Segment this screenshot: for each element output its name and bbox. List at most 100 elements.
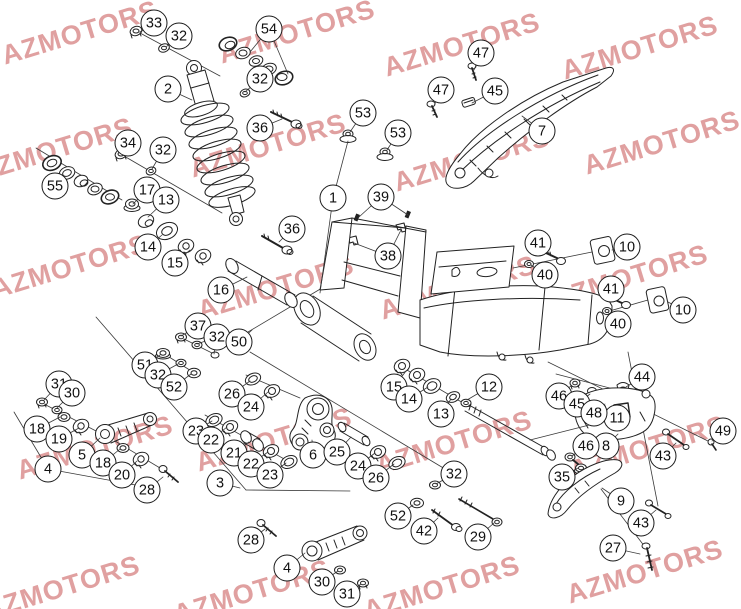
callout-39: 39 [367,183,395,211]
bolt-29 [458,496,503,527]
seal-26b [388,455,406,471]
chain-slider-9 [547,459,623,519]
nut-31a [36,397,48,409]
callout-53: 53 [349,99,377,127]
bolt-28a [158,465,179,483]
shock-absorber [180,60,256,226]
callout-10: 10 [669,296,697,324]
bolt-36a [270,109,303,129]
bracket-10a [589,236,616,265]
linkage-arm-lower [301,525,368,562]
callout-49: 49 [709,417,737,445]
callout-3: 3 [206,469,234,497]
callout-33: 33 [140,9,168,37]
callout-28: 28 [133,476,161,504]
callout-16: 16 [207,276,235,304]
washer-40a [524,260,534,268]
bolt-27 [641,542,654,571]
clip-45a [461,97,476,108]
callout-14: 14 [134,233,162,261]
callout-2: 2 [154,75,182,103]
callout-4: 4 [273,554,301,582]
nut-46a [569,378,581,390]
callout-24: 24 [237,393,265,421]
bearing-22b [262,444,280,461]
rocker-linkage-6 [289,394,336,452]
callout-36: 36 [246,114,274,142]
callout-13: 13 [427,400,455,428]
callout-47: 47 [467,39,495,67]
washer-32b [239,88,251,98]
bolt-28b [256,519,277,537]
washer-12 [460,398,472,408]
callout-26: 26 [362,464,390,492]
callout-12: 12 [475,373,503,401]
callout-31: 31 [333,580,361,608]
swingarm-inner-plate [430,245,515,295]
callout-53: 53 [384,119,412,147]
callout-28: 28 [237,526,265,554]
callout-22: 22 [197,426,225,454]
washer-32c [145,166,157,176]
callout-54: 54 [255,15,283,43]
seal-kit-55 [42,154,120,205]
callout-19: 19 [45,425,73,453]
nut-37 [175,332,187,344]
callout-52: 52 [384,502,412,530]
callout-9: 9 [607,487,635,515]
linkage-arm-upper [95,412,157,444]
callout-43: 43 [649,442,677,470]
callout-6: 6 [299,441,327,469]
callout-45: 45 [481,77,509,105]
washer-32e [175,358,187,368]
callout-55: 55 [41,172,69,200]
callout-34: 34 [114,129,142,157]
callout-27: 27 [599,534,627,562]
washer-18b [116,443,130,453]
seal-23a [205,412,223,428]
callout-11: 11 [603,404,631,432]
pin-25 [337,421,371,447]
callout-50: 50 [225,328,253,356]
callout-32: 32 [440,460,468,488]
callout-13: 13 [152,186,180,214]
callout-32: 32 [246,65,274,93]
bracket-10b [645,286,670,314]
callout-41: 41 [524,229,552,257]
callout-41: 41 [597,275,625,303]
callout-40: 40 [604,310,632,338]
callout-4: 4 [34,455,62,483]
bolt-42 [431,508,463,532]
bushing-20 [132,451,150,469]
axle-11 [464,403,556,461]
callout-14: 14 [395,385,423,413]
swingarm [293,217,613,364]
callout-10: 10 [613,233,641,261]
callout-32: 32 [149,136,177,164]
callout-29: 29 [464,523,492,551]
callout-32: 32 [165,22,193,50]
bolt-47b [426,100,438,118]
callout-46: 46 [572,432,600,460]
pivot-shaft-16 [225,258,298,308]
cup-washer-13a [137,214,155,228]
callout-1: 1 [319,184,347,212]
bolt-43a [662,428,690,450]
callout-42: 42 [410,517,438,545]
callout-36: 36 [278,215,306,243]
callout-48: 48 [580,399,608,427]
bolt-46b [564,452,579,465]
washer-30a [51,405,63,415]
callout-30: 30 [58,379,86,407]
bolt-36b [261,233,294,255]
bearing-22a [221,420,239,437]
callout-7: 7 [528,117,556,145]
bearings-15b [393,358,426,385]
callout-30: 30 [308,568,336,596]
callout-52: 52 [160,373,188,401]
spacer-21 [240,430,264,452]
grommets-53 [339,129,394,161]
washer-13b [445,391,461,403]
